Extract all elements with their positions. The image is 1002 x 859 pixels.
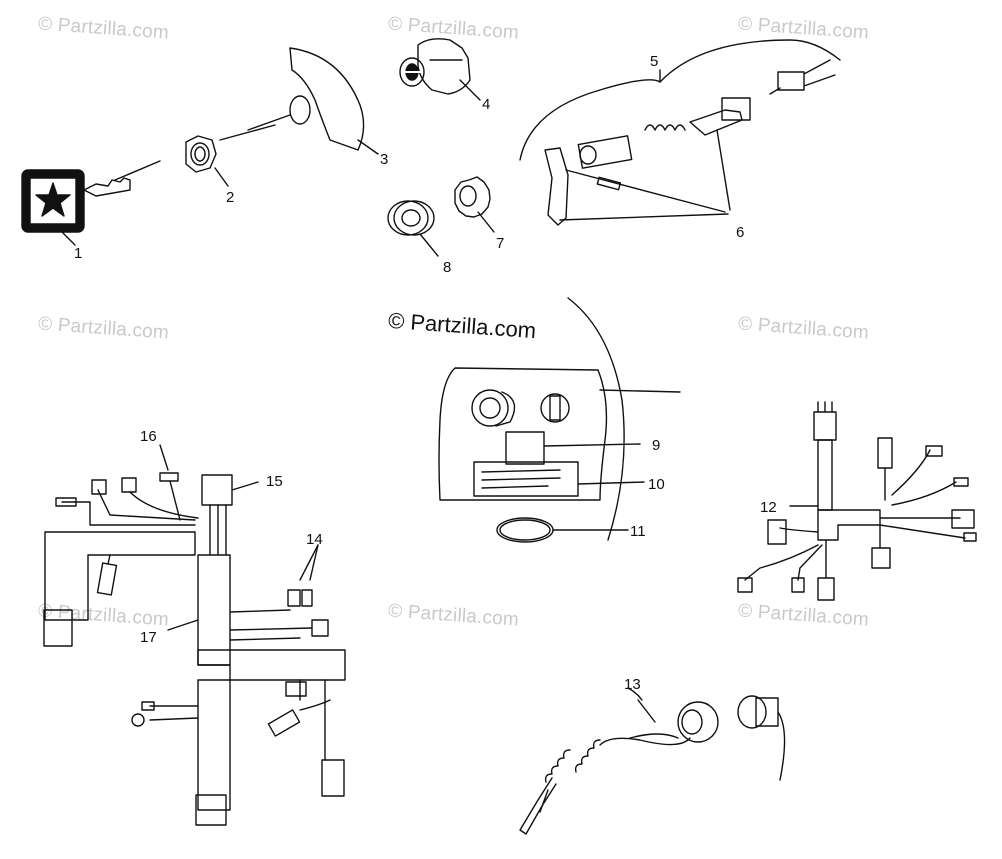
part-2-nut — [185, 124, 276, 187]
dash-panel — [438, 297, 681, 543]
callout-4: 4 — [482, 96, 491, 113]
callout-11: 11 — [630, 523, 646, 540]
callout-14: 14 — [306, 531, 323, 548]
part-3-plate — [247, 47, 379, 155]
callout-10: 10 — [648, 476, 665, 493]
callout-16: 16 — [140, 428, 157, 445]
part-13-tether — [519, 687, 786, 835]
callout-13: 13 — [624, 676, 641, 693]
part-5-6-control-assembly — [519, 39, 841, 226]
callout-7: 7 — [496, 235, 505, 252]
part-1-key — [21, 160, 161, 246]
callout-8: 8 — [443, 259, 452, 276]
callout-12: 12 — [760, 499, 777, 516]
callout-1: 1 — [74, 245, 83, 262]
callout-3: 3 — [380, 151, 389, 168]
part-8-ring-nut — [387, 200, 439, 257]
part-14-17-main-harness — [43, 444, 346, 826]
part-12-harness — [737, 401, 977, 601]
callout-9: 9 — [652, 437, 661, 454]
callout-17: 17 — [140, 629, 157, 646]
callout-5: 5 — [650, 53, 659, 70]
callout-15: 15 — [266, 473, 283, 490]
callout-2: 2 — [226, 189, 235, 206]
part-7-lock-washer — [454, 176, 495, 233]
part-4-switch — [399, 38, 481, 101]
callout-6: 6 — [736, 224, 745, 241]
